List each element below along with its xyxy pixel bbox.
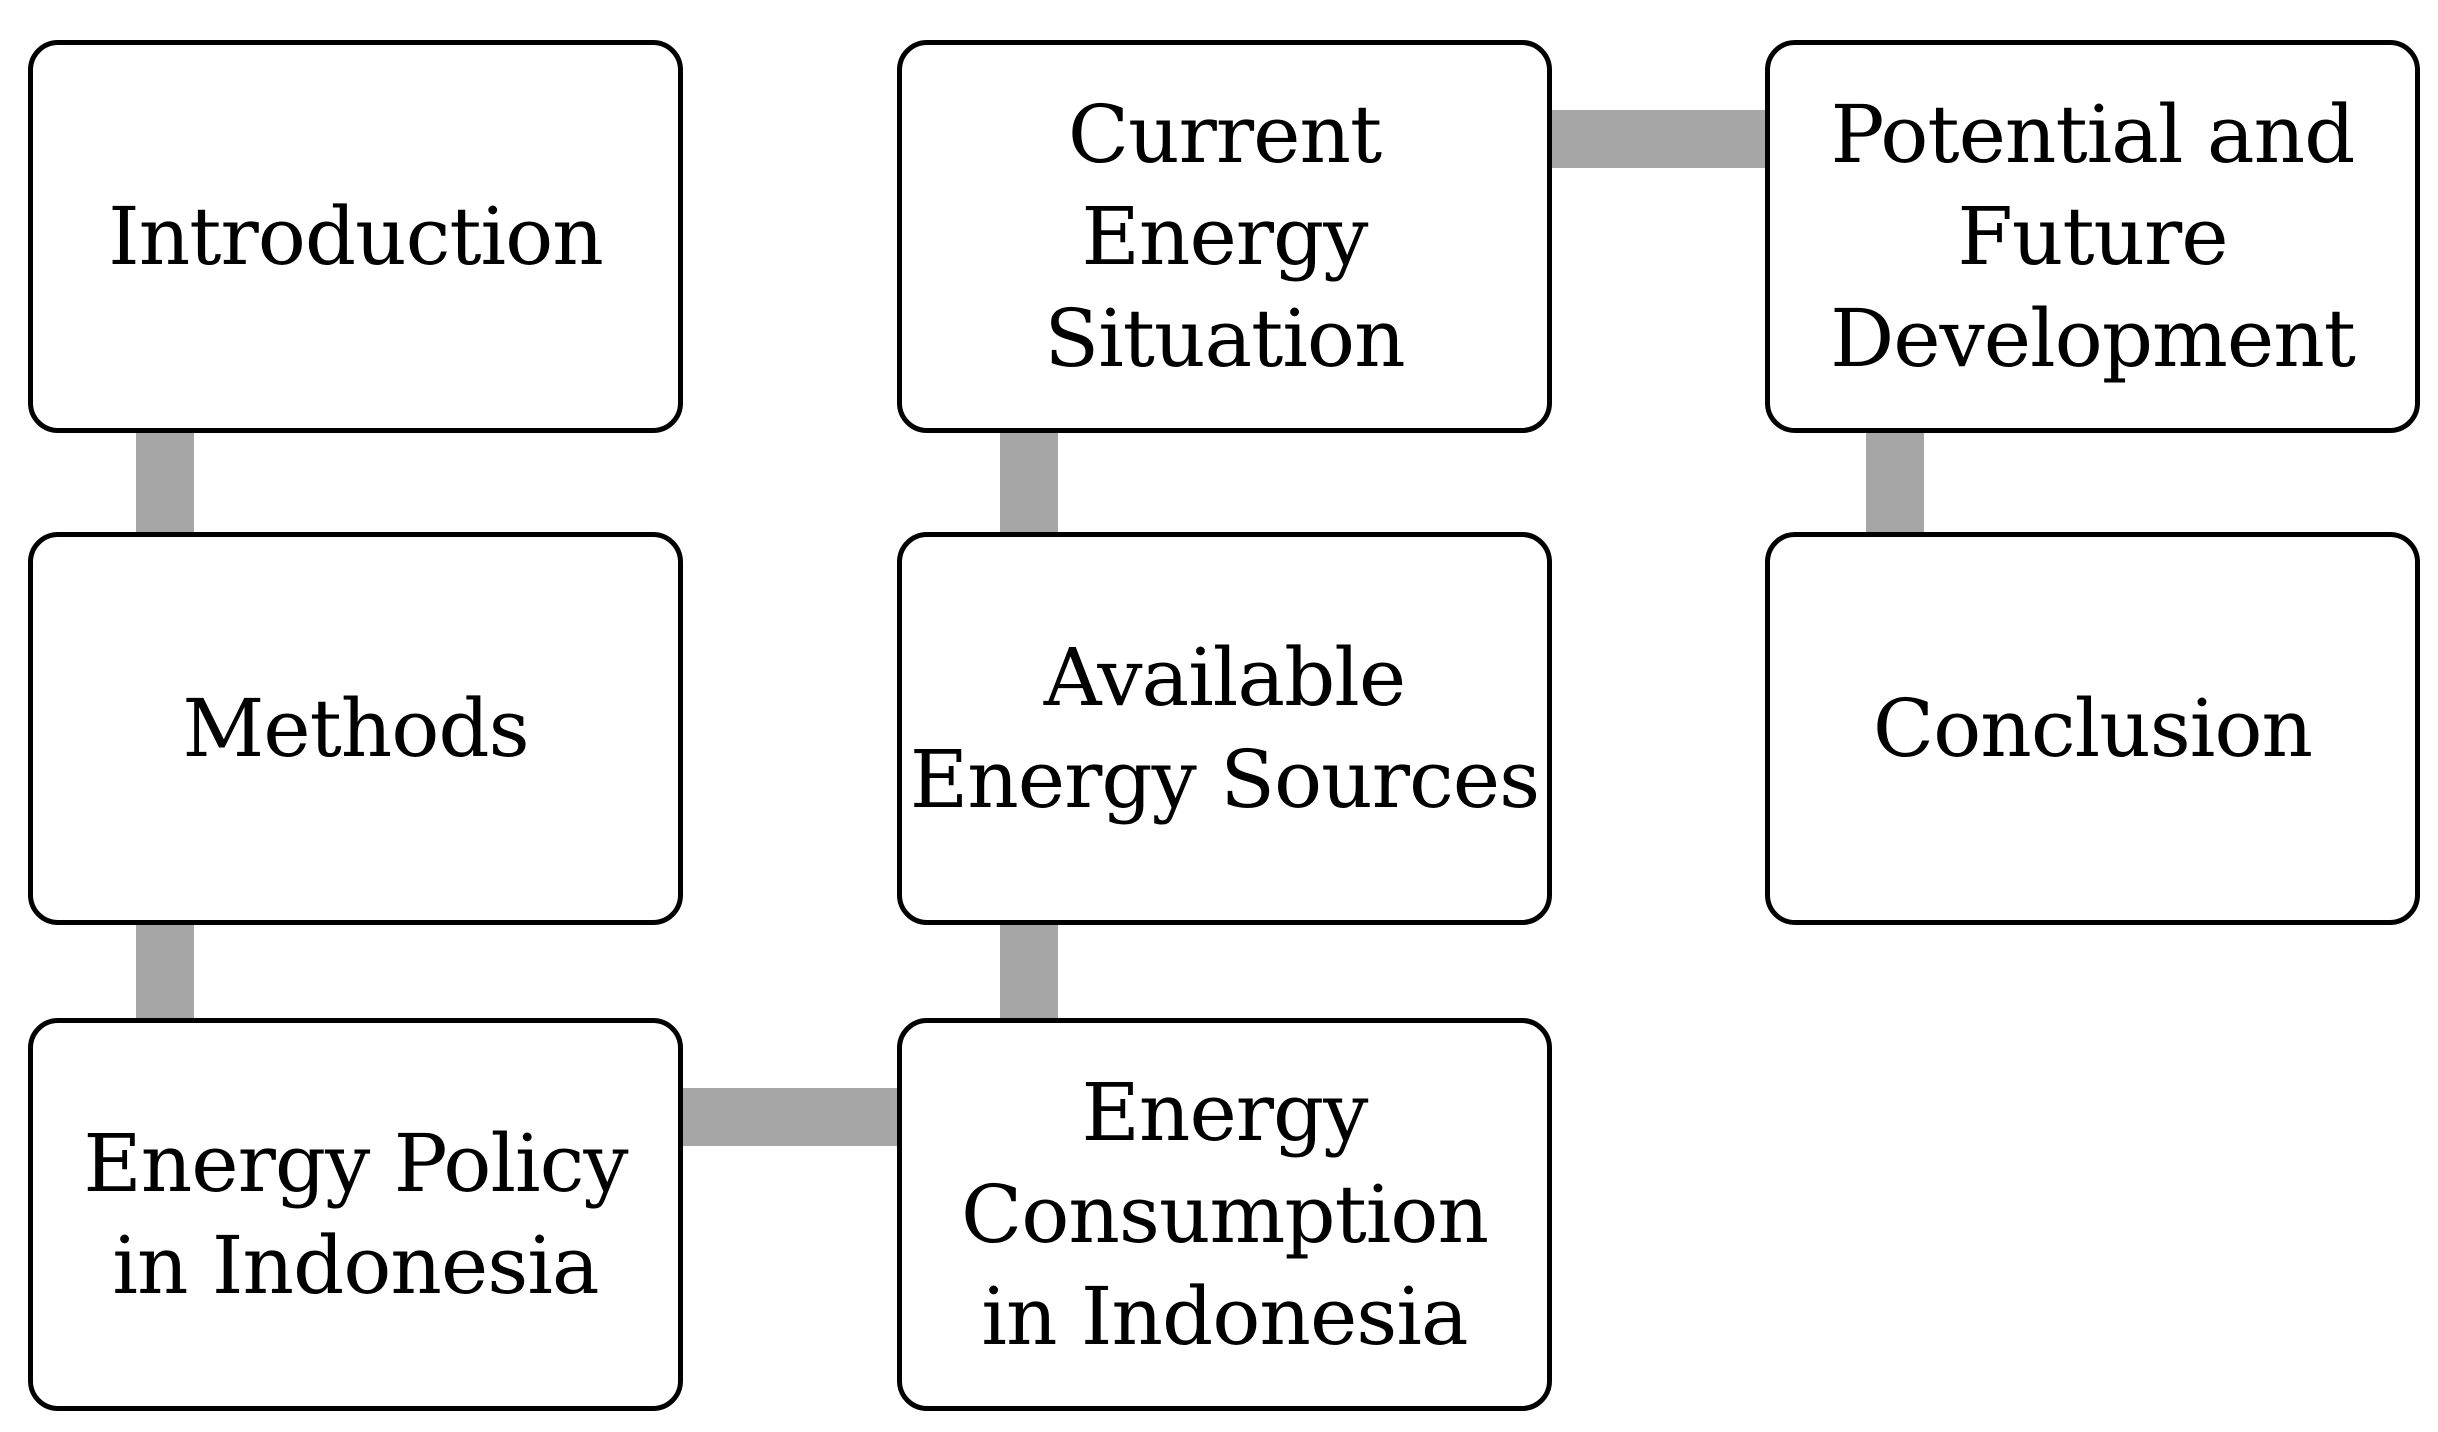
connector-potential-future-conclusion	[1866, 430, 1924, 535]
box-current-energy-situation-label: Current Energy Situation	[1044, 87, 1405, 385]
box-conclusion: Conclusion	[1765, 532, 2420, 925]
box-methods: Methods	[28, 532, 683, 925]
connector-methods-energy-policy	[136, 922, 194, 1021]
connector-current-energy-potential-future	[1549, 110, 1768, 168]
box-introduction-label: Introduction	[108, 189, 604, 283]
box-potential-future-development-label: Potential and Future Development	[1830, 87, 2356, 385]
box-available-energy-sources-label: Available Energy Sources	[909, 630, 1540, 826]
box-conclusion-label: Conclusion	[1872, 681, 2313, 775]
box-energy-policy: Energy Policy in Indonesia	[28, 1018, 683, 1411]
box-energy-consumption-label: Energy Consumption in Indonesia	[961, 1065, 1489, 1363]
connector-introduction-methods	[136, 430, 194, 535]
box-energy-consumption: Energy Consumption in Indonesia	[897, 1018, 1552, 1411]
box-introduction: Introduction	[28, 40, 683, 433]
box-energy-policy-label: Energy Policy in Indonesia	[83, 1116, 628, 1312]
connector-energy-consumption-available-sources	[1000, 922, 1058, 1021]
box-available-energy-sources: Available Energy Sources	[897, 532, 1552, 925]
box-potential-future-development: Potential and Future Development	[1765, 40, 2420, 433]
connector-available-sources-current-energy	[1000, 430, 1058, 535]
box-methods-label: Methods	[182, 681, 529, 775]
connector-energy-policy-energy-consumption	[680, 1088, 900, 1146]
box-current-energy-situation: Current Energy Situation	[897, 40, 1552, 433]
